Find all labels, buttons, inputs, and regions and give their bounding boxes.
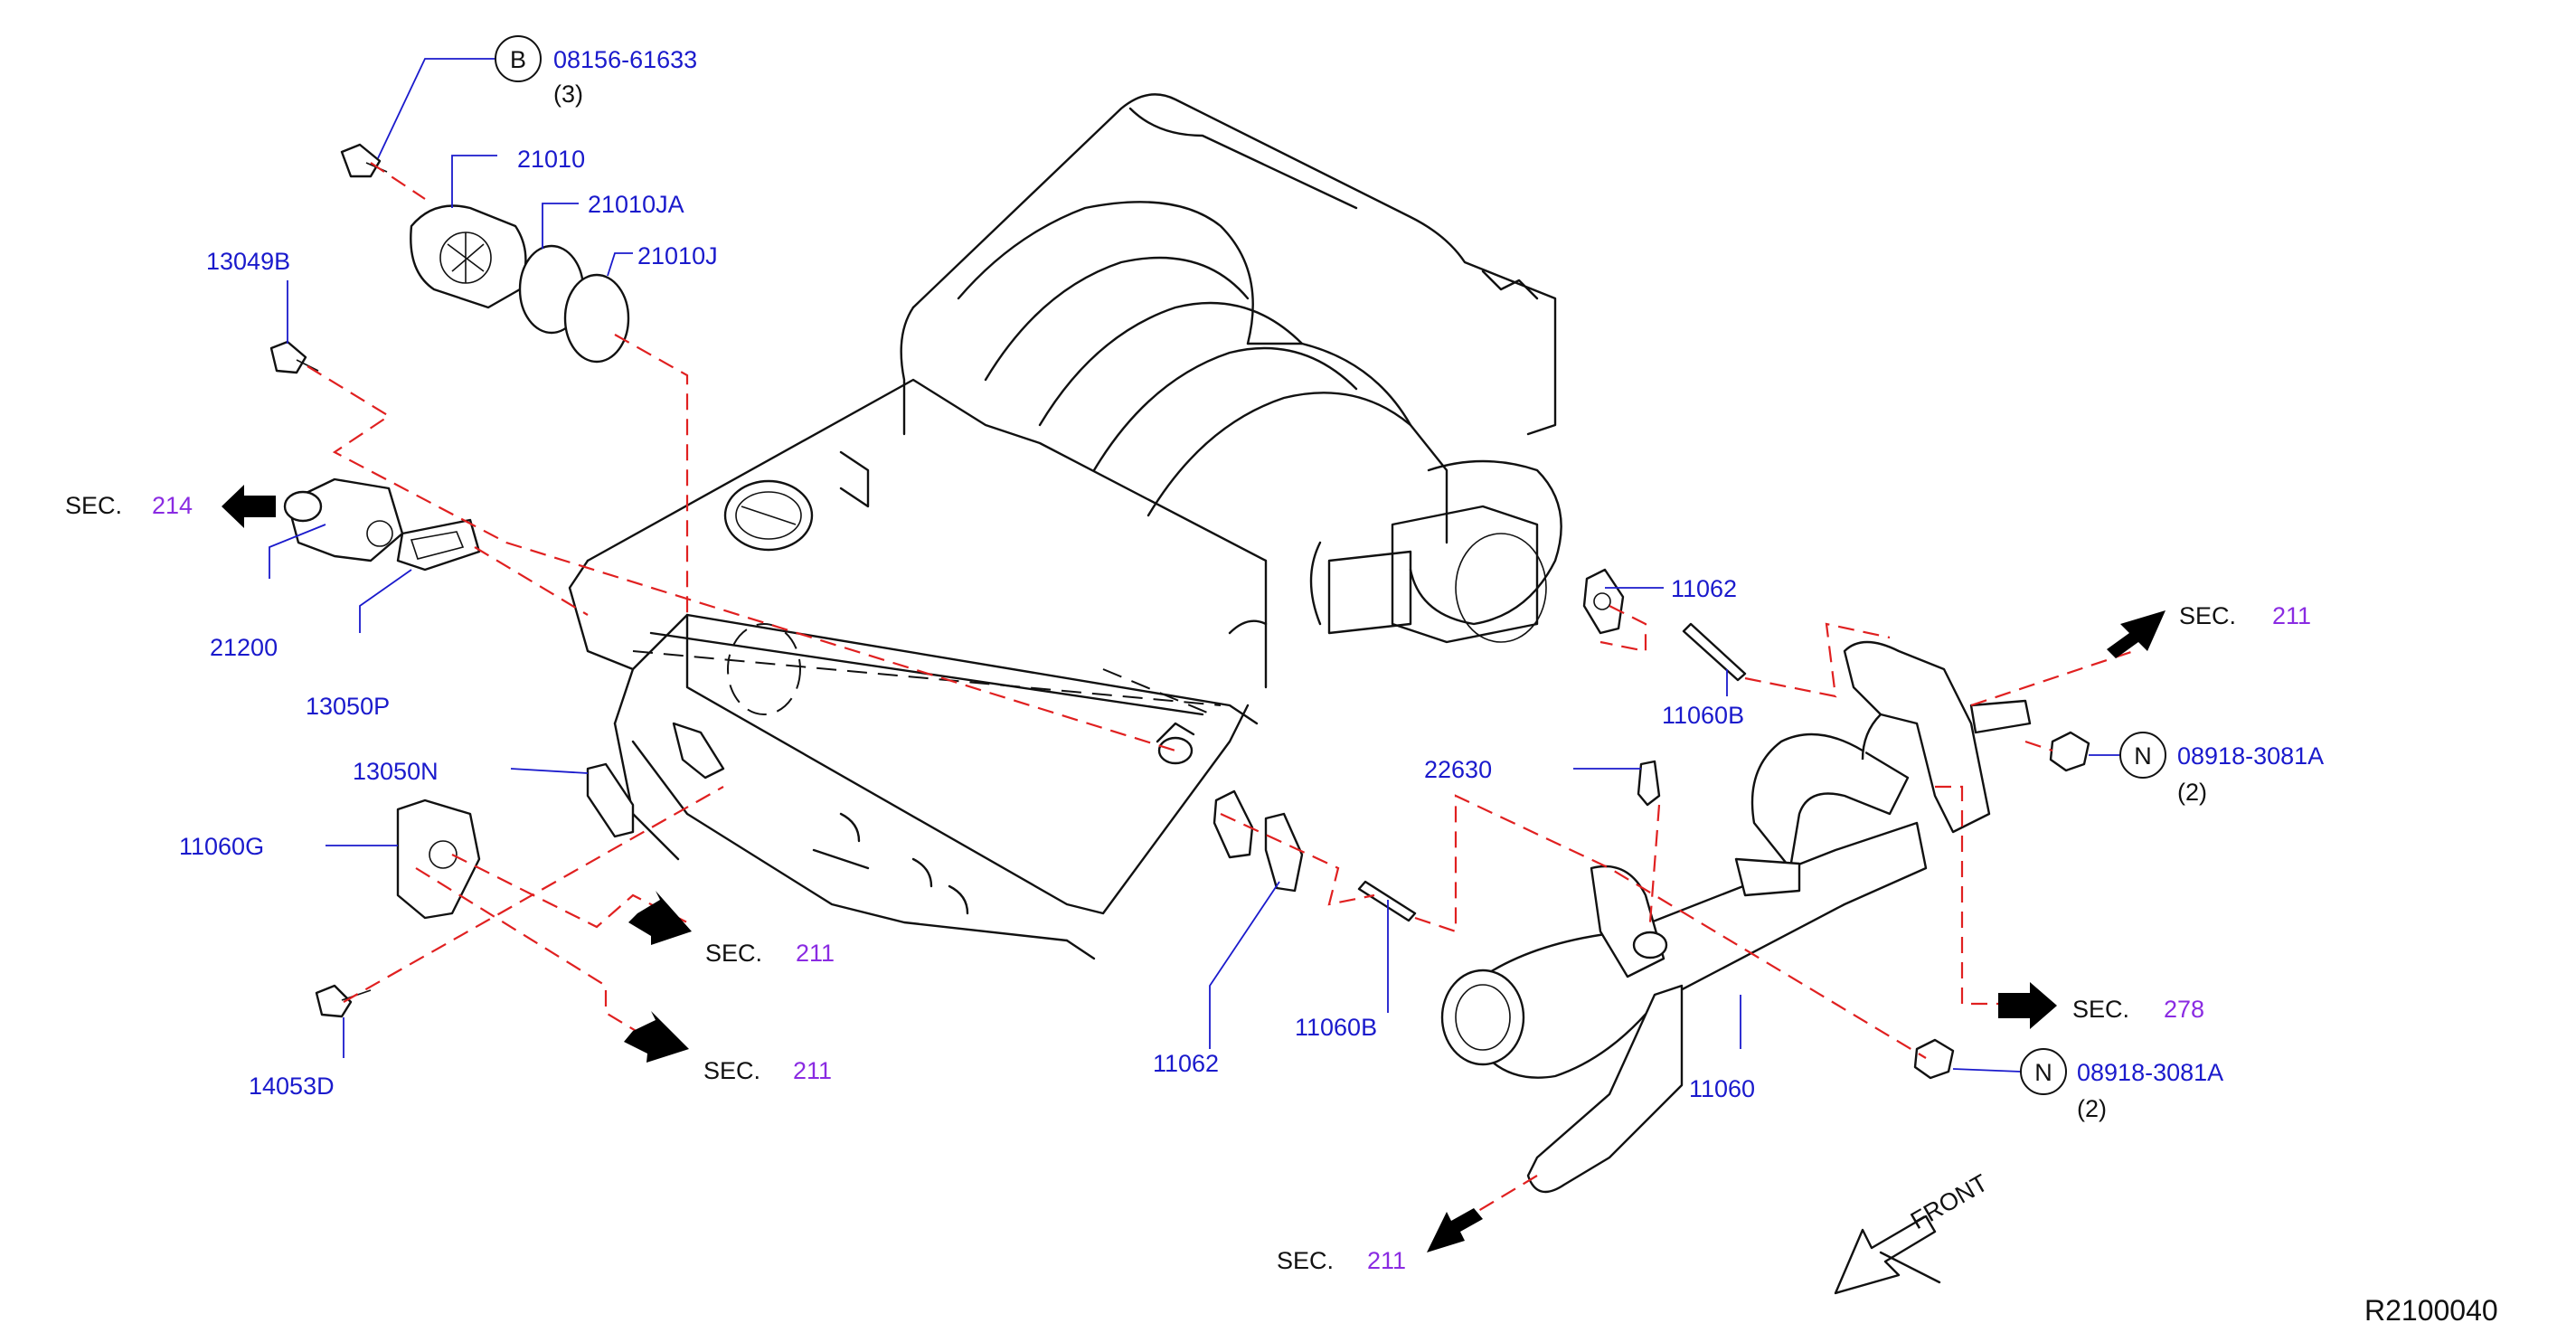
water-outlet-drawing xyxy=(283,477,481,572)
label-11060: 11060 xyxy=(1689,1075,1755,1102)
arrow-sec-214 xyxy=(222,485,276,528)
qty-08918-top: (2) xyxy=(2177,779,2207,806)
label-21200: 21200 xyxy=(210,634,278,661)
badge-n-top-circle xyxy=(2119,732,2166,779)
arrow-sec-211-top-right xyxy=(2107,610,2166,658)
qty-08156: (3) xyxy=(553,80,583,108)
sec-278-number: 278 xyxy=(2164,996,2204,1023)
sec-214-number: 214 xyxy=(152,492,193,519)
badges: B N N xyxy=(495,35,2166,1095)
engine-block-drawing xyxy=(568,93,1562,960)
label-21010ja: 21010JA xyxy=(588,191,684,218)
front-label: FRONT xyxy=(1906,1169,1993,1234)
label-13050n: 13050N xyxy=(353,758,439,785)
arrow-sec-211-bottom xyxy=(1427,1208,1483,1252)
label-13050p: 13050P xyxy=(306,693,390,720)
diagram-id: R2100040 xyxy=(2364,1294,2498,1327)
label-13049b: 13049B xyxy=(206,248,290,275)
badge-n-low-circle xyxy=(2020,1048,2067,1095)
label-22630: 22630 xyxy=(1424,756,1492,783)
sec-211-low-left-prefix: SEC. xyxy=(703,1057,760,1084)
assembly-lines xyxy=(307,162,2135,1231)
sec-211-low-left-number: 211 xyxy=(793,1057,832,1084)
sec-211-bottom-prefix: SEC. xyxy=(1277,1247,1334,1274)
sec-211-mid-left-number: 211 xyxy=(796,940,835,967)
label-21010: 21010 xyxy=(517,146,585,173)
sec-211-top-right-number: 211 xyxy=(2272,602,2311,629)
label-21010j: 21010J xyxy=(637,242,718,269)
badge-b-circle xyxy=(495,35,542,82)
label-08918-3081a-low: 08918-3081A xyxy=(2077,1059,2223,1086)
water-pipe-drawing xyxy=(1213,568,2090,1194)
label-08156-61633: 08156-61633 xyxy=(553,46,697,73)
leader-lines xyxy=(269,58,2120,1073)
qty-08918-low: (2) xyxy=(2077,1095,2107,1122)
label-11062-low: 11062 xyxy=(1153,1050,1219,1077)
arrow-sec-211-low-left xyxy=(624,1011,689,1063)
label-11060g: 11060G xyxy=(179,833,264,860)
badge-b: B xyxy=(510,46,526,73)
sec-278-prefix: SEC. xyxy=(2072,996,2129,1023)
badge-n-top: N xyxy=(2134,742,2152,770)
sec-211-mid-left-prefix: SEC. xyxy=(705,940,762,967)
label-14053d: 14053D xyxy=(249,1073,335,1100)
label-11060b-top: 11060B xyxy=(1662,702,1744,729)
water-pump-drawing xyxy=(269,143,630,374)
badge-n-low: N xyxy=(2034,1059,2052,1086)
arrow-sec-211-mid-left xyxy=(628,891,692,945)
sec-211-bottom-number: 211 xyxy=(1367,1247,1406,1274)
label-11062-top: 11062 xyxy=(1671,575,1737,602)
label-11060b-low: 11060B xyxy=(1295,1014,1377,1041)
arrow-sec-278 xyxy=(1998,982,2057,1029)
sec-214-prefix: SEC. xyxy=(65,492,122,519)
part-labels: 08156-61633 (3) 21010 21010JA 21010J 130… xyxy=(179,46,2324,1122)
front-direction-arrow: FRONT xyxy=(1834,1169,1993,1295)
water-inlet-left-drawing xyxy=(315,722,725,1018)
sec-211-top-right-prefix: SEC. xyxy=(2179,602,2236,629)
section-references: SEC. 214 SEC. 211 SEC. 211 SEC. 211 SEC.… xyxy=(65,492,2311,1274)
label-08918-3081a-top: 08918-3081A xyxy=(2177,742,2324,770)
section-arrows xyxy=(222,485,2166,1252)
